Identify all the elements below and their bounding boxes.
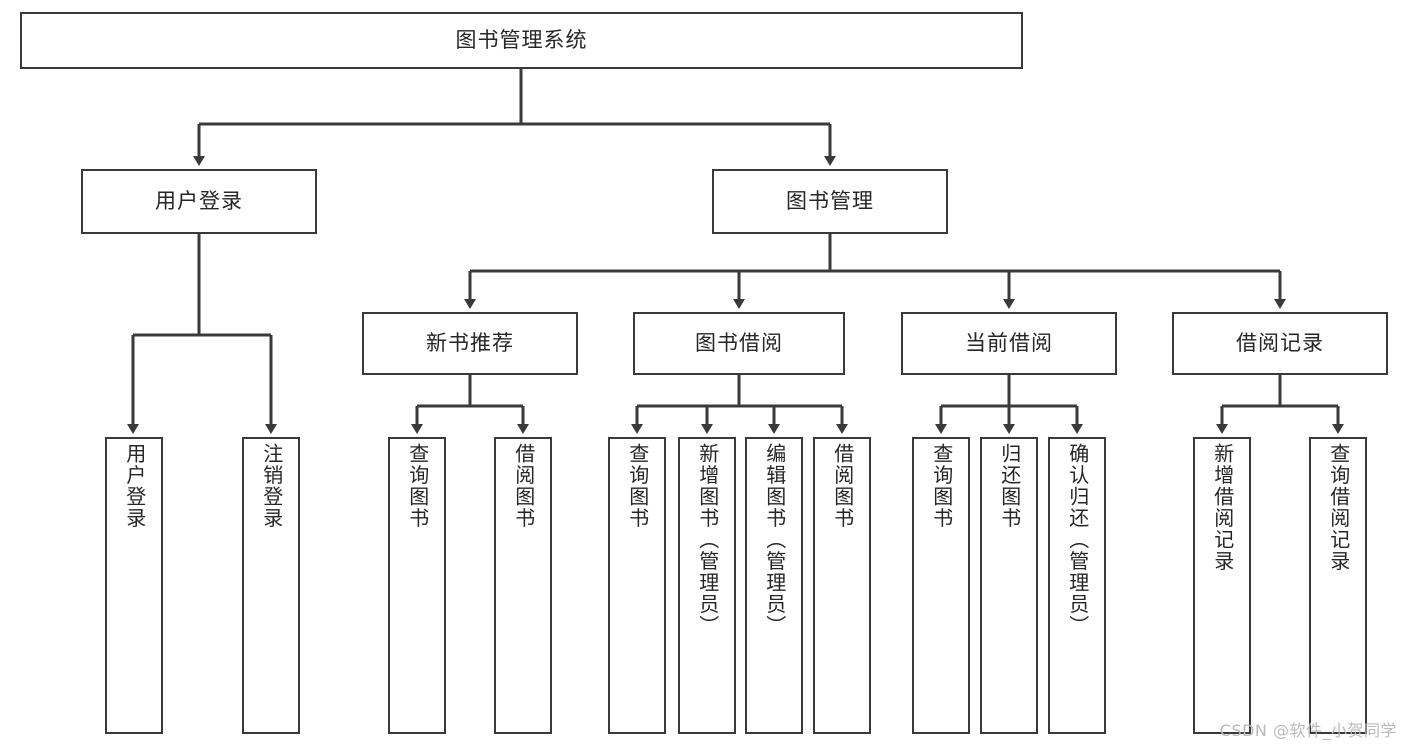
node-leaf-return-book[interactable]: 归还图书 bbox=[980, 437, 1038, 734]
node-leaf-borrow-book-2[interactable]: 借阅图书 bbox=[813, 437, 871, 734]
node-leaf-user-login[interactable]: 用户登录 bbox=[105, 437, 163, 734]
node-leaf-query-book-1[interactable]: 查询图书 bbox=[388, 437, 446, 734]
node-leaf-logout-login[interactable]: 注销登录 bbox=[242, 437, 300, 734]
csdn-watermark: CSDN @软件_小贺同学 bbox=[1219, 721, 1397, 740]
node-leaf-add-book-admin[interactable]: 新增图书（管理员） bbox=[678, 437, 736, 734]
node-label: 查询图书 bbox=[405, 443, 430, 529]
node-book-manage[interactable]: 图书管理 bbox=[712, 169, 948, 234]
node-label: 查询图书 bbox=[625, 443, 650, 529]
node-current-borrow[interactable]: 当前借阅 bbox=[901, 312, 1117, 375]
node-label: 借阅记录 bbox=[1236, 330, 1324, 355]
node-label: 用户登录 bbox=[122, 443, 147, 529]
node-label: 新增图书（管理员） bbox=[695, 443, 720, 637]
node-label: 编辑图书（管理员） bbox=[762, 443, 787, 637]
node-label: 图书借阅 bbox=[695, 330, 783, 355]
node-leaf-query-borrow-record[interactable]: 查询借阅记录 bbox=[1309, 437, 1367, 734]
node-label: 借阅图书 bbox=[511, 443, 536, 529]
node-label: 用户登录 bbox=[155, 188, 243, 213]
node-leaf-edit-book-admin[interactable]: 编辑图书（管理员） bbox=[745, 437, 803, 734]
node-label: 注销登录 bbox=[259, 443, 284, 529]
node-user-login[interactable]: 用户登录 bbox=[81, 169, 317, 234]
node-label: 确认归还（管理员） bbox=[1065, 443, 1090, 637]
node-label: 当前借阅 bbox=[965, 330, 1053, 355]
node-leaf-borrow-book-1[interactable]: 借阅图书 bbox=[494, 437, 552, 734]
node-label: 图书管理系统 bbox=[455, 27, 588, 52]
node-book-borrow[interactable]: 图书借阅 bbox=[633, 312, 845, 375]
node-leaf-add-borrow-record[interactable]: 新增借阅记录 bbox=[1193, 437, 1251, 734]
node-leaf-query-book-3[interactable]: 查询图书 bbox=[912, 437, 970, 734]
node-new-book-recommend[interactable]: 新书推荐 bbox=[362, 312, 578, 375]
node-leaf-confirm-return-admin[interactable]: 确认归还（管理员） bbox=[1048, 437, 1106, 734]
node-label: 图书管理 bbox=[786, 188, 874, 213]
node-label: 借阅图书 bbox=[830, 443, 855, 529]
node-borrow-record[interactable]: 借阅记录 bbox=[1172, 312, 1388, 375]
node-label: 新增借阅记录 bbox=[1210, 443, 1235, 572]
node-book-management-system[interactable]: 图书管理系统 bbox=[20, 12, 1023, 69]
node-label: 查询借阅记录 bbox=[1326, 443, 1351, 572]
node-leaf-query-book-2[interactable]: 查询图书 bbox=[608, 437, 666, 734]
node-label: 新书推荐 bbox=[426, 330, 514, 355]
node-label: 查询图书 bbox=[929, 443, 954, 529]
node-label: 归还图书 bbox=[997, 443, 1022, 529]
